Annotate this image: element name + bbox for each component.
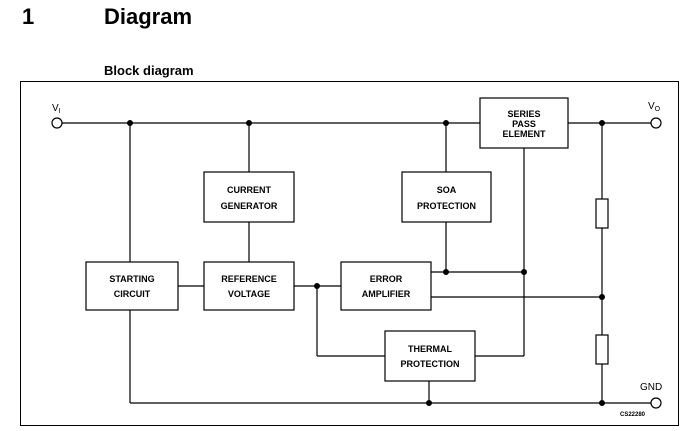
block-reference-voltage: REFERENCE VOLTAGE bbox=[203, 261, 295, 311]
block-diagram: SERIES PASS ELEMENT CURRENT GENERATOR SO… bbox=[20, 81, 679, 426]
figure-code: CS22280 bbox=[620, 412, 646, 418]
svg-text:VOLTAGE: VOLTAGE bbox=[228, 289, 270, 299]
svg-text:CIRCUIT: CIRCUIT bbox=[114, 289, 151, 299]
terminal-vo bbox=[650, 117, 662, 129]
diagram-border bbox=[20, 81, 679, 426]
block-error-amplifier: ERROR AMPLIFIER bbox=[340, 261, 432, 311]
svg-text:REFERENCE: REFERENCE bbox=[221, 274, 277, 284]
svg-text:PROTECTION: PROTECTION bbox=[400, 359, 459, 369]
section-title: Diagram bbox=[104, 4, 193, 29]
svg-text:PROTECTION: PROTECTION bbox=[417, 201, 476, 211]
block-series-pass-element: SERIES PASS ELEMENT bbox=[479, 97, 569, 149]
resistor-lower bbox=[595, 334, 609, 365]
svg-text:SERIES: SERIES bbox=[507, 109, 540, 119]
svg-text:ERROR: ERROR bbox=[370, 274, 403, 284]
svg-text:CURRENT: CURRENT bbox=[227, 185, 272, 195]
block-thermal-protection: THERMAL PROTECTION bbox=[384, 330, 476, 382]
block-diagram-title: Block diagram bbox=[104, 63, 194, 78]
svg-text:ELEMENT: ELEMENT bbox=[502, 129, 546, 139]
svg-text:AMPLIFIER: AMPLIFIER bbox=[362, 289, 411, 299]
svg-text:THERMAL: THERMAL bbox=[408, 344, 452, 354]
block-current-generator: CURRENT GENERATOR bbox=[203, 171, 295, 223]
svg-text:STARTING: STARTING bbox=[109, 274, 154, 284]
block-starting-circuit: STARTING CIRCUIT bbox=[85, 261, 179, 311]
section-number: 1 bbox=[22, 4, 35, 29]
svg-text:PASS: PASS bbox=[512, 119, 536, 129]
terminal-vi bbox=[51, 117, 63, 129]
svg-text:GENERATOR: GENERATOR bbox=[221, 201, 278, 211]
label-vo: VO bbox=[648, 101, 661, 113]
label-gnd: GND bbox=[640, 382, 662, 393]
junction-dots bbox=[127, 120, 605, 406]
label-vi: VI bbox=[52, 103, 61, 115]
svg-text:SOA: SOA bbox=[437, 185, 457, 195]
terminal-gnd bbox=[650, 397, 662, 409]
resistor-upper bbox=[595, 198, 609, 229]
block-soa-protection: SOA PROTECTION bbox=[401, 171, 492, 223]
